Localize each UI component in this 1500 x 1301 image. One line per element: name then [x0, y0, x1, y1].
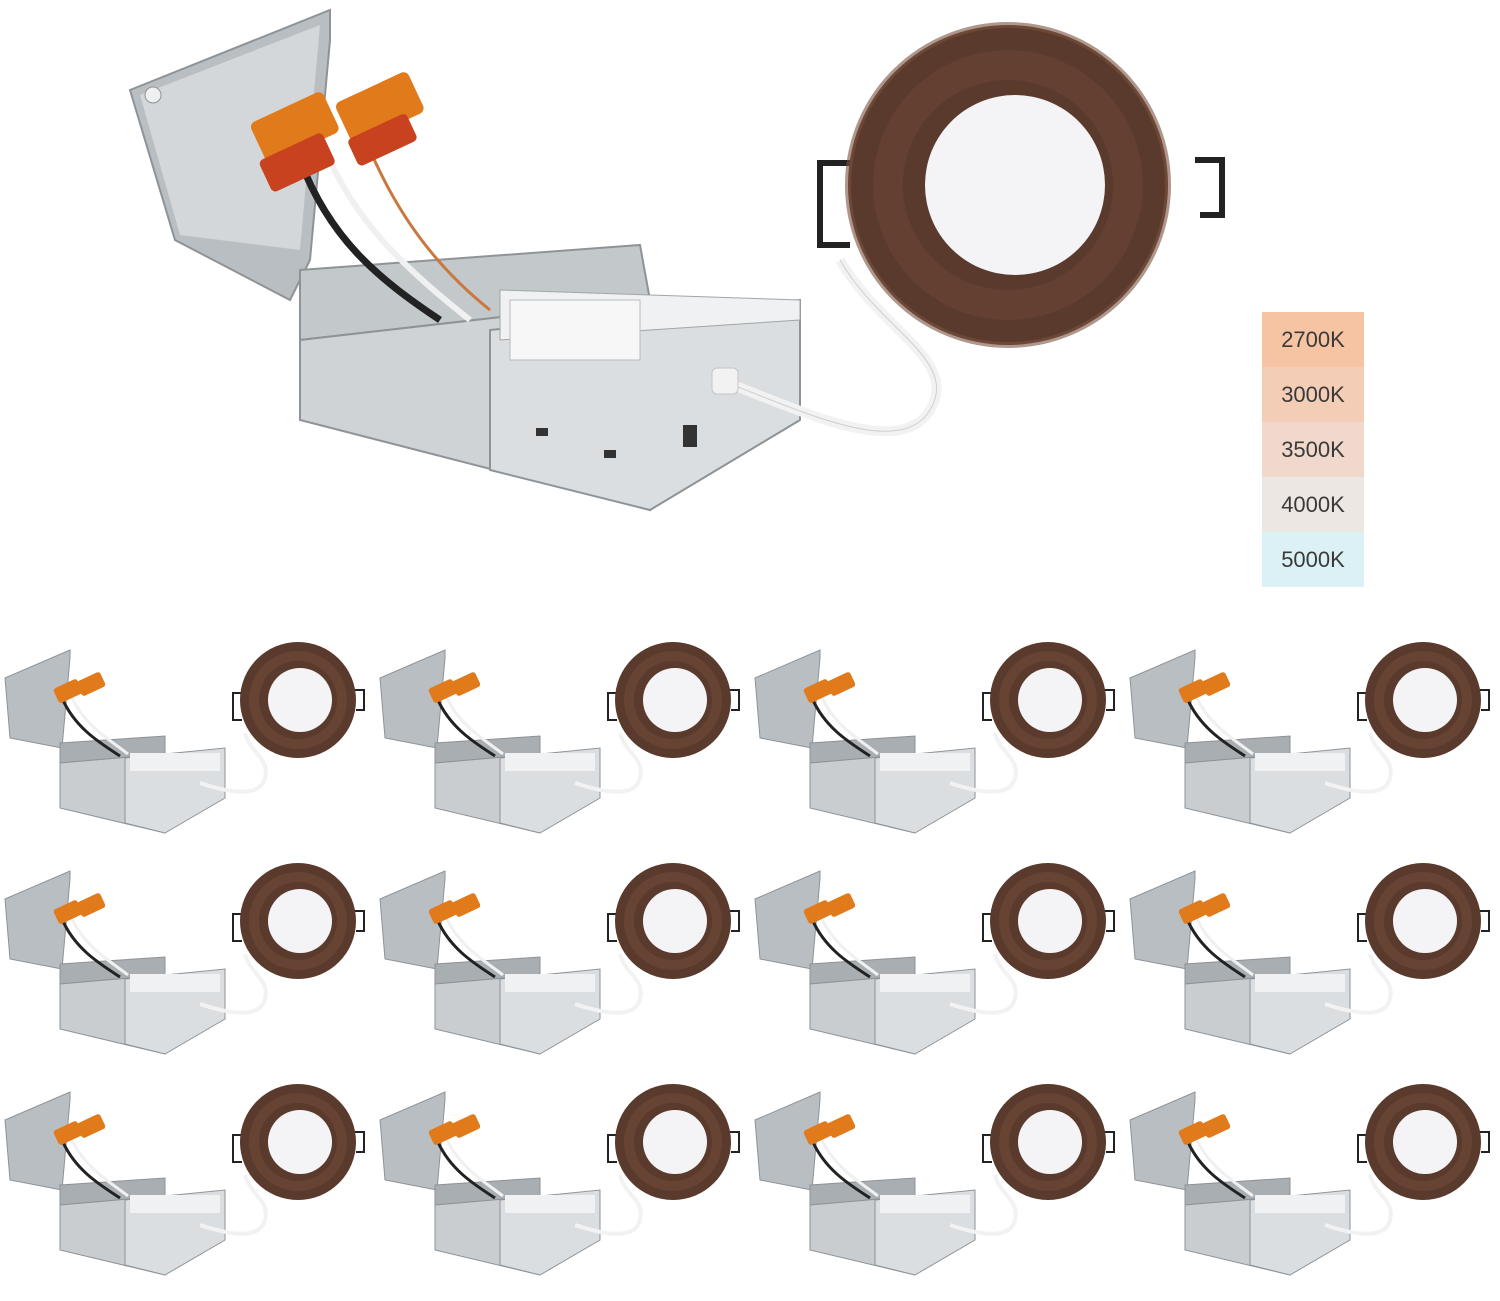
pack-item [375, 1080, 750, 1301]
swatch-label: 4000K [1281, 491, 1345, 517]
pack-item [750, 638, 1125, 859]
downlight-kit-icon [4, 863, 365, 1055]
downlight-kit-icon [4, 1084, 365, 1276]
downlight-kit-icon [379, 642, 740, 834]
downlight-kit-icon [1129, 642, 1490, 834]
swatch-label: 3000K [1281, 381, 1345, 407]
pack-item [0, 638, 375, 859]
pack-item [1125, 638, 1500, 859]
swatch-3000k: 3000K [1262, 367, 1364, 422]
swatch-3500k: 3500K [1262, 422, 1364, 477]
swatch-label: 5000K [1281, 546, 1345, 572]
swatch-4000k: 4000K [1262, 477, 1364, 532]
swatch-2700k: 2700K [1262, 312, 1364, 367]
pack-item [375, 638, 750, 859]
switch [683, 425, 697, 447]
downlight-kit-icon [754, 642, 1115, 834]
pack-item [1125, 859, 1500, 1080]
pack-grid [0, 638, 1500, 1301]
downlight-kit-icon [1129, 1084, 1490, 1276]
downlight-kit-icon [754, 863, 1115, 1055]
downlight-kit-icon [754, 1084, 1115, 1276]
pack-item [750, 1080, 1125, 1301]
downlight-kit-icon [4, 642, 365, 834]
pack-item [1125, 1080, 1500, 1301]
pack-item [375, 859, 750, 1080]
swatch-label: 2700K [1281, 326, 1345, 352]
wire-connector-icon [251, 92, 339, 192]
hero-product-illustration [128, 8, 1225, 512]
downlight-kit-icon [379, 1084, 740, 1276]
hero-product-image: 2700K 3000K 3500K 4000K 5000K [0, 0, 1500, 600]
color-temperature-swatches: 2700K 3000K 3500K 4000K 5000K [1262, 312, 1364, 587]
wire-connector-icon [336, 72, 424, 166]
swatch-5000k: 5000K [1262, 532, 1364, 587]
downlight-trim [817, 22, 1225, 348]
pack-item [0, 859, 375, 1080]
lens [925, 95, 1105, 275]
downlight-kit-icon [379, 863, 740, 1055]
pack-item [0, 1080, 375, 1301]
pack-item [750, 859, 1125, 1080]
downlight-kit-icon [1129, 863, 1490, 1055]
swatch-label: 3500K [1281, 436, 1345, 462]
